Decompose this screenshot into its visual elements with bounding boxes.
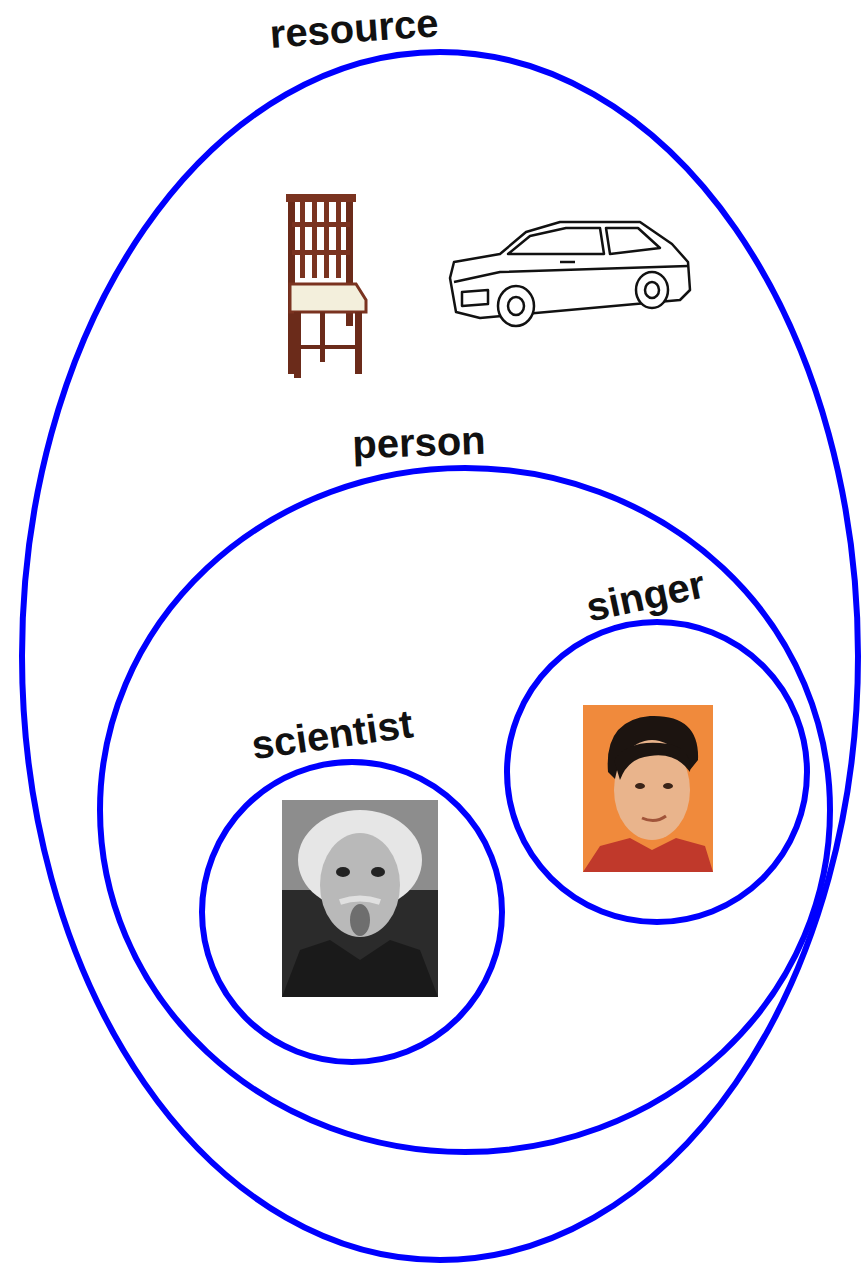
einstein-photo [282,800,438,997]
category-ellipse: singer [507,622,807,922]
category-ellipse: scientist [202,762,502,1062]
set-label: person [352,418,487,467]
set-label: singer [582,561,709,629]
ellipse-outline [202,762,502,1062]
car-drawing [450,222,690,326]
set-label: scientist [249,701,416,767]
ellipse-outline [22,52,858,1260]
elvis-photo [583,705,713,872]
chair-picture [286,194,366,378]
ellipse-outline [507,622,807,922]
category-ellipse: personscientistsinger [100,468,830,1152]
category-ellipse: resourcepersonscientistsinger [22,52,858,1260]
set-label: resource [268,0,440,56]
